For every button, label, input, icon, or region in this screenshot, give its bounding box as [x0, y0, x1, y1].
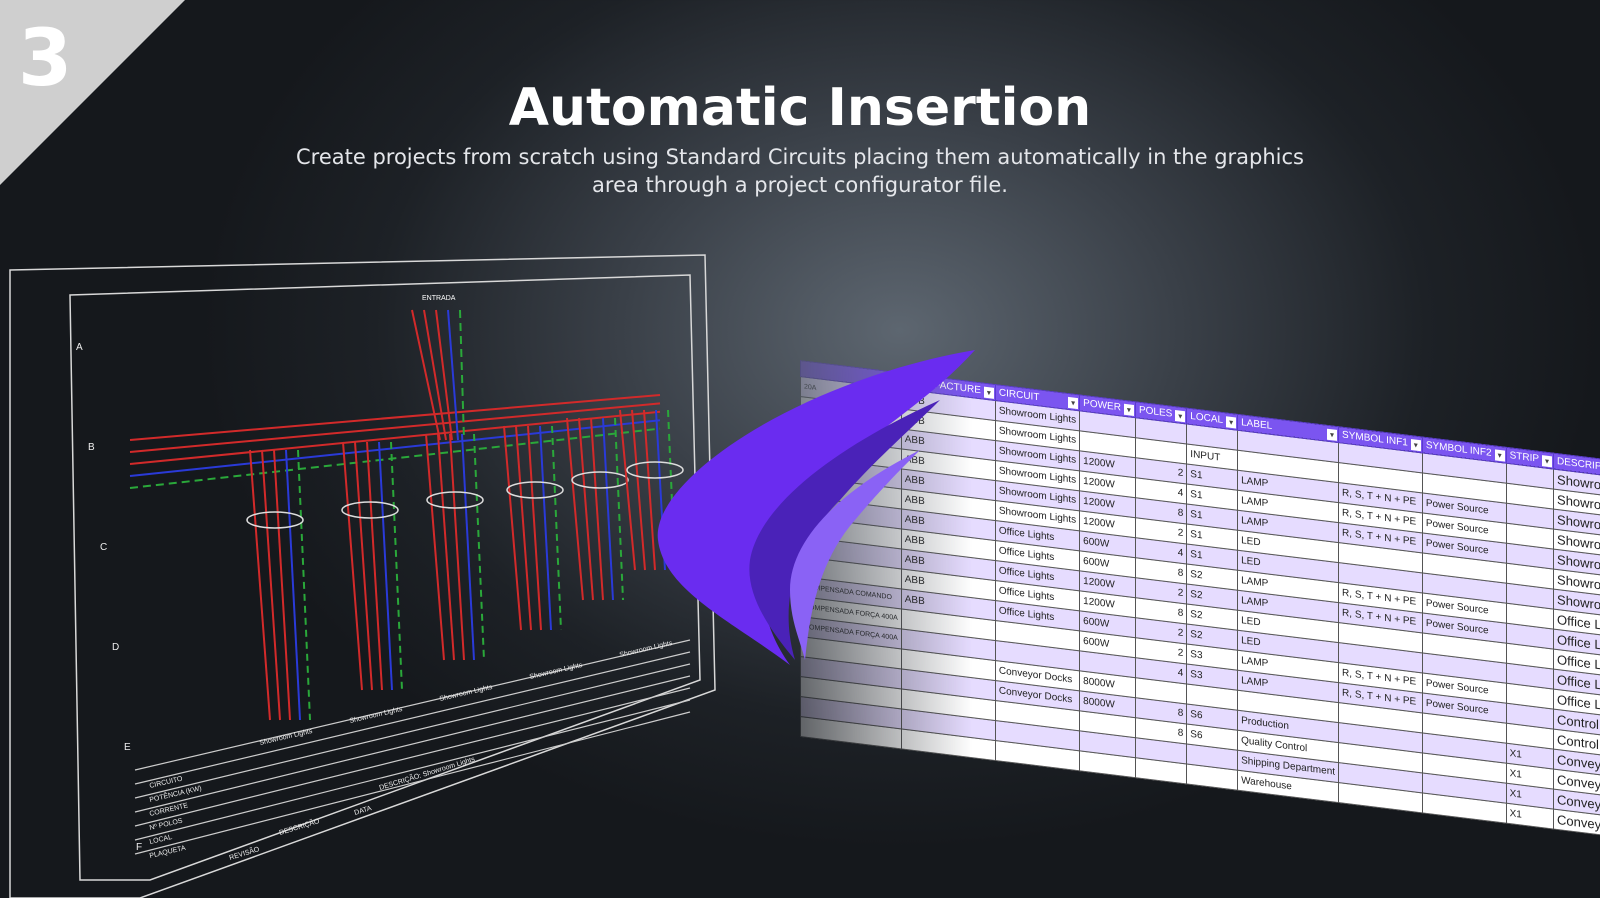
branch-wire [503, 425, 522, 631]
branch-wire [473, 433, 485, 661]
breaker-symbol [571, 471, 629, 489]
branch-wire [578, 417, 594, 601]
busbar-line [129, 419, 661, 477]
table-line [134, 639, 691, 771]
branch-wire [285, 449, 301, 721]
branch-wire [614, 417, 624, 601]
column-header-label: CIRCUIT [998, 387, 1040, 404]
border-letter: E [124, 742, 131, 753]
filter-dropdown-icon[interactable]: ▾ [1327, 428, 1338, 441]
column-header-label: STRIP [1509, 450, 1540, 465]
page-title: Automatic Insertion [508, 78, 1092, 138]
breaker-symbol [626, 461, 684, 479]
step-number: 3 [18, 14, 73, 104]
branch-wire [390, 441, 403, 691]
border-letter: D [112, 642, 119, 653]
busbar-line [129, 410, 661, 465]
branch-wire [590, 417, 604, 601]
filter-dropdown-icon[interactable]: ▾ [1542, 455, 1553, 468]
branch-wire [437, 433, 455, 661]
page-subtitle: Create projects from scratch using Stand… [296, 145, 1304, 197]
border-letter: A [76, 342, 83, 353]
branch-wire [631, 409, 646, 571]
feed-wire [411, 309, 441, 441]
table-line [134, 711, 691, 855]
table-line [134, 663, 691, 799]
branch-wire [449, 433, 465, 661]
insertion-arrow-swoosh [657, 350, 975, 665]
branch-wire [366, 441, 383, 691]
breaker-symbol [341, 501, 399, 519]
border-letter: C [100, 542, 107, 553]
branch-wire [261, 449, 281, 721]
filter-dropdown-icon[interactable]: ▾ [1175, 410, 1186, 423]
table-cell[interactable]: Conveyor Docks [1553, 809, 1600, 843]
filter-dropdown-icon[interactable]: ▾ [1123, 403, 1134, 417]
branch-wire [527, 425, 542, 631]
branch-wire [566, 417, 584, 601]
table-row-label: CORRENTE [149, 802, 189, 818]
table-line [134, 675, 691, 813]
branch-wire [378, 441, 393, 691]
swoosh-outer [657, 350, 975, 665]
step-badge [0, 0, 185, 185]
branch-wire [602, 417, 614, 601]
branch-wire [551, 425, 562, 631]
branch-wire [354, 441, 373, 691]
branch-wire [619, 409, 636, 571]
circuit-name-label: Showroom Lights [529, 662, 584, 681]
table-line [134, 687, 691, 827]
column-header-label: POWER [1083, 397, 1121, 414]
feed-wire [423, 309, 447, 441]
border-letter: F [136, 842, 142, 853]
branch-wire [273, 449, 291, 721]
branch-wire [539, 425, 552, 631]
branch-wire [342, 441, 363, 691]
busbar-line [129, 427, 661, 489]
breaker-symbol [506, 481, 564, 499]
table-line [134, 699, 691, 841]
swoosh-middle [749, 400, 940, 660]
filter-dropdown-icon[interactable]: ▾ [1494, 449, 1505, 462]
border-letter: B [88, 442, 95, 453]
title-block-text: DATA [354, 805, 373, 817]
branch-wire [515, 425, 532, 631]
busbar-line [129, 402, 661, 453]
breaker-symbol [426, 491, 484, 509]
filter-dropdown-icon[interactable]: ▾ [1068, 396, 1079, 410]
filter-dropdown-icon[interactable]: ▾ [1226, 416, 1237, 429]
breaker-symbol [246, 511, 304, 529]
feed-wire [447, 309, 459, 441]
table-row-label: Nº POLOS [149, 817, 184, 831]
filter-dropdown-icon[interactable]: ▾ [1410, 438, 1421, 452]
title-block-text: DESCRIÇÃO [278, 816, 321, 837]
title-block-text: DESCRIÇÃO: Showroom Lights [378, 754, 476, 792]
branch-wire [461, 433, 475, 661]
column-header-label: LABEL [1241, 417, 1273, 432]
swoosh-inner [790, 450, 920, 660]
column-header-label: LOCAL [1190, 410, 1224, 426]
feed-wire [435, 309, 453, 441]
title-block-text: REVISÃO [228, 844, 261, 862]
branch-wire [249, 449, 271, 721]
table-line [134, 651, 691, 785]
feed-wire [459, 309, 465, 441]
column-header-label: POLES [1138, 404, 1173, 420]
busbar-line [129, 394, 661, 441]
branch-wire [297, 449, 311, 721]
feed-label: ENTRADA [422, 295, 456, 302]
filter-dropdown-icon[interactable]: ▾ [983, 386, 994, 399]
table-row-label: PLAQUETA [149, 845, 187, 860]
drawing-outer-border [9, 254, 716, 898]
branch-wire [425, 433, 445, 661]
branch-wire [643, 409, 656, 571]
